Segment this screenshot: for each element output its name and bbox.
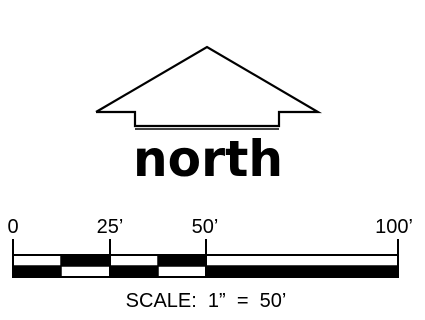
scale-bar [12, 239, 399, 278]
svg-text:north: north [133, 130, 283, 188]
scale-segment [13, 266, 61, 277]
scale-tick-labels: 0 25’ 50’ 100’ [7, 216, 412, 238]
tick-label-100: 100’ [375, 216, 413, 238]
scale-segment [206, 266, 398, 277]
tick-label-25: 25’ [97, 216, 124, 238]
scale-caption: SCALE: 1” = 50’ [126, 290, 287, 312]
north-label: north [133, 130, 283, 188]
scale-segment [158, 255, 206, 266]
scale-segment [110, 266, 158, 277]
tick-label-50: 50’ [192, 216, 219, 238]
scale-segment [61, 255, 110, 266]
tick-label-0: 0 [7, 216, 18, 238]
north-arrow-icon [95, 45, 323, 130]
